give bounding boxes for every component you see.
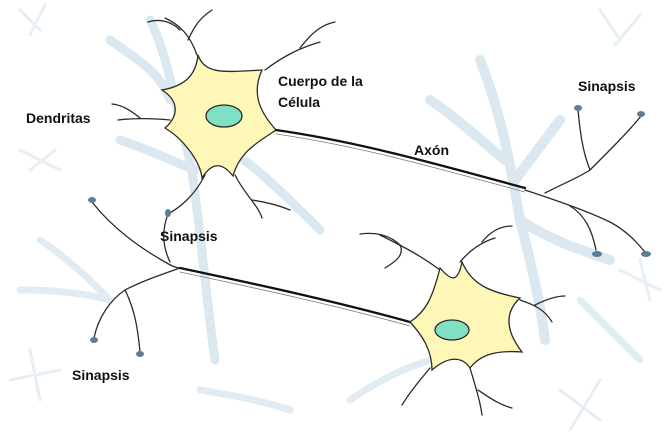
dendrites-label: Dendritas [26,110,91,127]
terminal-knob [136,351,144,357]
cell-body-label-line2: Célula [278,94,320,111]
neuron-2-nucleus [435,320,469,340]
terminal-knob [592,251,602,257]
neuron-2-axon [180,268,410,326]
neuron-2-axon-terminals [92,202,180,352]
neuron-1-nucleus [206,105,242,127]
synapse-label-bottom-left: Sinapsis [72,367,130,384]
terminal-knob [574,105,582,111]
neuron-1-terminal-knobs [574,105,651,257]
synapse-label-middle: Sinapsis [160,228,218,245]
cell-body-label-line1: Cuerpo de la [278,73,363,90]
axon-label: Axón [414,142,449,159]
synapse-label-top-right: Sinapsis [578,78,636,95]
terminal-knob [637,111,645,117]
neuron-2-cell-body [410,262,522,370]
terminal-knob [90,337,98,343]
terminal-knob [88,197,96,203]
neuron-2-terminal-knobs [88,197,171,357]
terminal-knob [165,209,171,217]
terminal-knob [641,251,651,257]
